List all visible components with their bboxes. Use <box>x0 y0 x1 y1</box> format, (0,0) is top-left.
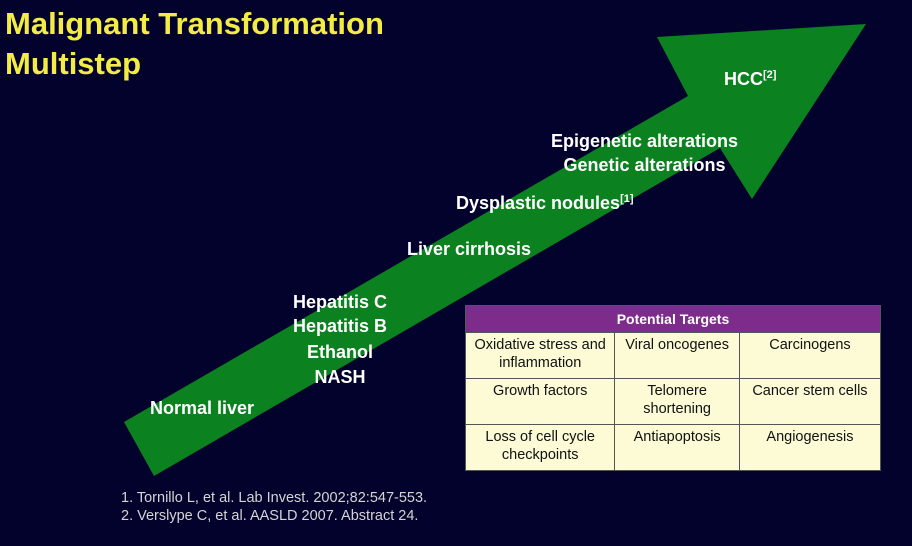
label-nash: NASH <box>314 367 366 387</box>
label-epigenetic: Epigenetic alterations <box>550 131 739 151</box>
table-cell: Cancer stem cells <box>738 378 882 425</box>
table-row: Oxidative stress and inflammation Viral … <box>464 332 882 379</box>
hcc-ref: [2] <box>763 69 777 81</box>
arrow-shape <box>124 24 866 476</box>
dysplastic-ref: [1] <box>620 193 634 205</box>
references: 1. Tornillo L, et al. Lab Invest. 2002;8… <box>121 489 427 525</box>
table-cell: Growth factors <box>464 378 616 425</box>
hcc-text: HCC <box>724 69 763 89</box>
table-cell: Angiogenesis <box>738 424 882 471</box>
title-line-1: Malignant Transformation <box>5 6 384 41</box>
table-cell: Loss of cell cycle checkpoints <box>464 424 616 471</box>
label-hepatitis-b: Hepatitis B <box>292 316 388 336</box>
label-hepatitis-c: Hepatitis C <box>292 292 388 312</box>
label-normal-liver: Normal liver <box>150 398 255 418</box>
table-cell: Viral oncogenes <box>614 332 740 379</box>
table-row: Growth factors Telomere shortening Cance… <box>464 378 882 425</box>
label-genetic: Genetic alterations <box>563 155 726 175</box>
reference-2: 2. Verslype C, et al. AASLD 2007. Abstra… <box>121 508 419 524</box>
title-line-2: Multistep <box>5 46 142 81</box>
label-cirrhosis: Liver cirrhosis <box>407 239 532 259</box>
label-hcc: HCC[2] <box>724 63 776 92</box>
label-ethanol: Ethanol <box>307 342 373 362</box>
label-dysplastic: Dysplastic nodules[1] <box>456 187 634 216</box>
table-cell: Carcinogens <box>738 332 882 379</box>
potential-targets-table: Potential Targets Oxidative stress and i… <box>464 305 882 471</box>
table-cell: Antiapoptosis <box>614 424 740 471</box>
slide-title: Malignant Transformation Multistep <box>5 4 384 84</box>
table-cell: Oxidative stress and inflammation <box>464 332 616 379</box>
table-header: Potential Targets <box>465 305 881 333</box>
dysplastic-text: Dysplastic nodules <box>456 193 621 213</box>
table-row: Loss of cell cycle checkpoints Antiapopt… <box>464 424 882 471</box>
table-cell: Telomere shortening <box>614 378 740 425</box>
reference-1: 1. Tornillo L, et al. Lab Invest. 2002;8… <box>121 490 428 506</box>
